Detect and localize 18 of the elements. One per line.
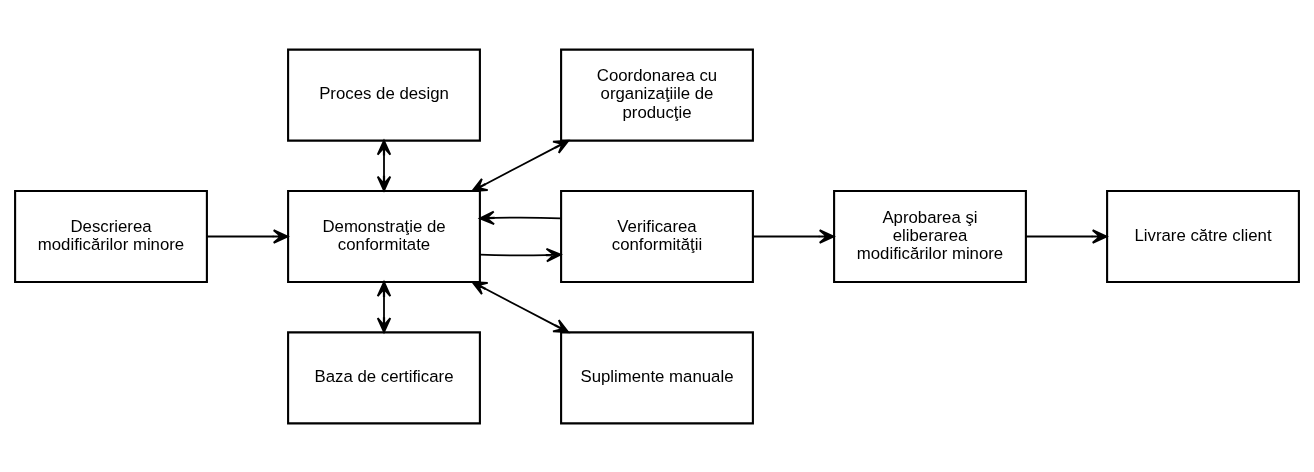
- node-box: Proces de design: [287, 48, 481, 142]
- arrow: [471, 139, 570, 192]
- arrow: [479, 210, 562, 225]
- arrow: [206, 228, 289, 244]
- node-box: Baza de certificare: [287, 330, 481, 424]
- arrow: [479, 247, 562, 262]
- node-box: Livrare către client: [1106, 189, 1300, 283]
- arrow: [471, 280, 570, 333]
- arrow: [376, 139, 392, 192]
- node-box: Suplimente manuale: [560, 330, 754, 424]
- node-box: Coordonarea cu organizaţiile de producţie: [560, 48, 754, 142]
- arrow: [376, 280, 392, 333]
- arrow: [752, 228, 835, 244]
- node-box: Verificarea conformităţii: [560, 189, 754, 283]
- node-box: Aprobarea şi eliberarea modificărilor minore: [833, 189, 1027, 283]
- node-box: Demonstraţie de conformitate: [287, 189, 481, 283]
- node-box: Descrierea modificărilor minore: [14, 189, 208, 283]
- arrow: [1025, 228, 1108, 244]
